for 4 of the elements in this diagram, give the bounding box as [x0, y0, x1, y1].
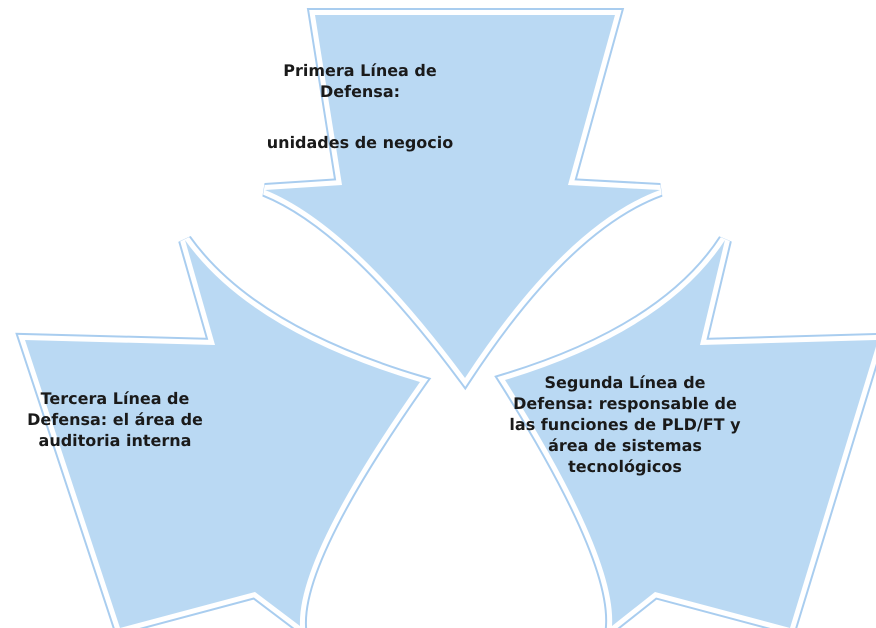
- heading-text: Segunda Línea de Defensa: responsable de las funciones de PLD/FT y área de sistemas tecnológicos: [508, 372, 742, 477]
- heading-text: Primera Línea de Defensa:: [282, 60, 438, 102]
- body-text: unidades de negocio: [266, 132, 454, 153]
- heading-text: Tercera Línea de Defensa: el área de auditoria interna: [26, 388, 204, 451]
